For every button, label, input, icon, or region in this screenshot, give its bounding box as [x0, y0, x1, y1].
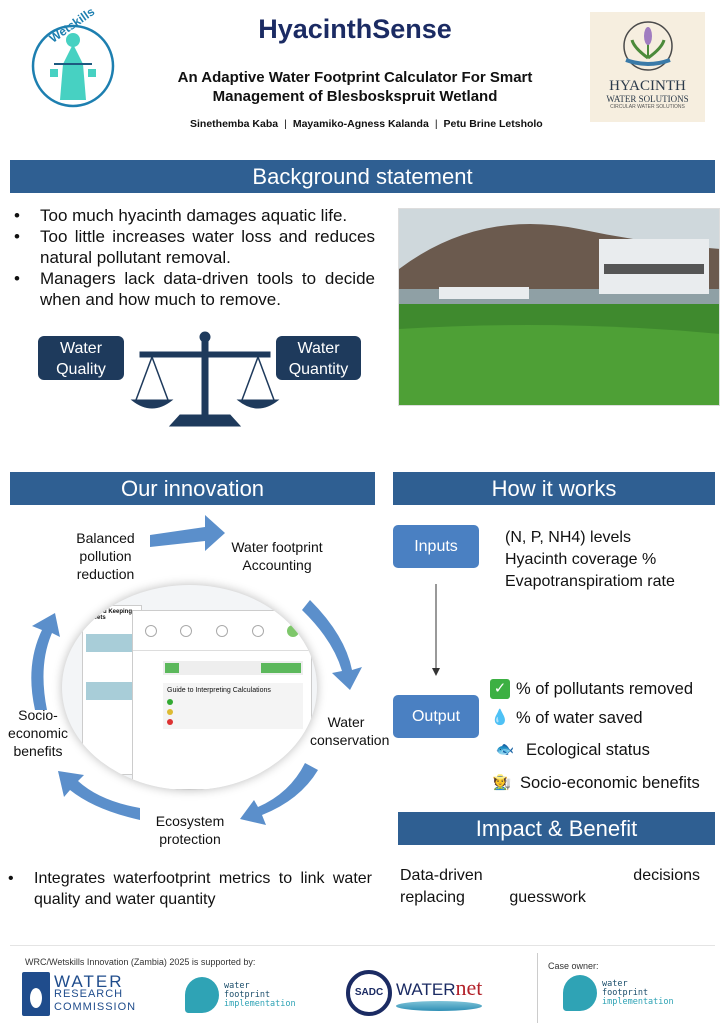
- cycle-label-ecosystem: Ecosystem protection: [155, 813, 225, 847]
- page-title: HyacinthSense: [258, 14, 452, 44]
- hyacinth-logo: HYACINTH WATER SOLUTIONS CIRCULAR WATER …: [590, 12, 705, 122]
- list-item: Managers lack data-driven tools to decid…: [10, 268, 375, 310]
- wfi-logo: water footprint implementation: [185, 977, 296, 1013]
- background-banner: Background statement: [10, 160, 715, 193]
- farmer-icon: 🧑‍🌾: [492, 774, 512, 791]
- cycle-label-socio: Socio-economic benefits: [8, 707, 68, 759]
- background-bullets: Too much hyacinth damages aquatic life. …: [10, 205, 375, 310]
- water-quantity-label: Water Quantity: [276, 336, 361, 380]
- wetland-photo: [398, 208, 720, 406]
- cycle-label-footprint: Water footprint Accounting: [231, 539, 323, 573]
- output-text: % of pollutants removed: [516, 679, 694, 698]
- output-item: 🐟 Ecological status: [490, 740, 650, 760]
- list-item: Too much hyacinth damages aquatic life.: [10, 205, 375, 226]
- page-subtitle: An Adaptive Water Footprint Calculator F…: [177, 69, 533, 105]
- water-drop-icon: 💧: [490, 709, 510, 726]
- input-item: Evapotranspiratiom rate: [505, 573, 675, 590]
- output-text: Socio-economic benefits: [520, 773, 700, 792]
- app-screenshot: Record Keeping Sheets Guide to Interpret…: [62, 585, 317, 790]
- wfi-text: implementation: [602, 996, 674, 1007]
- waternet-text: net: [455, 975, 483, 1000]
- supported-by: WRC/Wetskills Innovation (Zambia) 2025 i…: [25, 957, 256, 967]
- arrow-icon: [302, 600, 362, 690]
- inputs-list: (N, P, NH4) levels Hyacinth coverage % E…: [505, 527, 675, 593]
- sadc-logo: SADC: [346, 970, 392, 1016]
- arrow-icon: [150, 515, 225, 551]
- list-item: Integrates waterfootprint metrics to lin…: [4, 868, 372, 910]
- innovation-bullet: Integrates waterfootprint metrics to lin…: [4, 868, 372, 910]
- impact-banner: Impact & Benefit: [398, 812, 715, 845]
- wetskills-logo: Wetskills: [30, 4, 116, 112]
- balance-scale-icon: [130, 331, 280, 427]
- output-text: % of water saved: [516, 708, 643, 727]
- wrc-logo: WATER RESEARCH COMMISSION: [22, 972, 136, 1016]
- wfi-text: water: [224, 980, 250, 991]
- case-owner-wfi-logo: water footprint implementation: [563, 975, 674, 1011]
- hyacinth-plant-icon: [622, 21, 673, 71]
- cycle-label-conservation: Water conservation: [310, 714, 390, 748]
- arrow-icon: [31, 613, 60, 710]
- cycle-label-pollution: Balanced pollution reduction: [76, 530, 135, 582]
- arrow-icon: [58, 771, 140, 820]
- wfi-text: implementation: [224, 998, 296, 1009]
- list-item: Too little increases water loss and redu…: [10, 226, 375, 268]
- footer-divider: [10, 945, 715, 946]
- flow-arrow: [432, 584, 440, 676]
- input-item: (N, P, NH4) levels: [505, 529, 631, 546]
- output-box: Output: [393, 695, 479, 738]
- check-mark-icon: ✓: [490, 679, 510, 699]
- output-item: 💧 % of water saved: [490, 708, 643, 728]
- author: Sinethemba Kaba: [190, 118, 279, 130]
- output-item: ✓ % of pollutants removed: [490, 679, 693, 699]
- hyacinth-logo-line2: WATER SOLUTIONS: [606, 94, 689, 104]
- wfi-text: water: [602, 978, 628, 989]
- impact-text: Data-driven decisions replacing guesswor…: [400, 867, 700, 906]
- case-owner: Case owner:: [548, 961, 599, 971]
- author: Mayamiko-Agness Kalanda: [292, 118, 429, 130]
- how-it-works-banner: How it works: [393, 472, 715, 505]
- wrc-logo-text: RESEARCH: [54, 987, 124, 1000]
- input-item: Hyacinth coverage %: [505, 551, 657, 568]
- output-text: Ecological status: [526, 740, 650, 759]
- output-item: 🧑‍🌾 Socio-economic benefits: [490, 773, 700, 793]
- wrc-logo-text: COMMISSION: [54, 1000, 137, 1013]
- water-quality-label: Water Quality: [38, 336, 124, 380]
- waternet-text: WATER: [396, 980, 456, 999]
- waternet-logo: SADC WATERnet: [346, 970, 483, 1016]
- inputs-box: Inputs: [393, 525, 479, 568]
- guide-title: Guide to Interpreting Calculations: [167, 687, 271, 694]
- wfi-text: footprint: [224, 989, 271, 1000]
- wfi-text: footprint: [602, 987, 649, 998]
- wrc-logo-text: WATER: [54, 971, 124, 991]
- innovation-banner: Our innovation: [10, 472, 375, 505]
- hyacinth-logo-name: HYACINTH: [609, 78, 686, 94]
- author: Petu Brine Letsholo: [443, 118, 543, 130]
- footer-separator: [537, 953, 538, 1023]
- sheet-title: Record Keeping Sheets: [86, 609, 133, 621]
- authors: Sinethemba Kaba|Mayamiko-Agness Kalanda|…: [190, 118, 543, 130]
- hyacinth-logo-tagline: CIRCULAR WATER SOLUTIONS: [610, 104, 685, 110]
- fish-icon: 🐟: [495, 741, 515, 758]
